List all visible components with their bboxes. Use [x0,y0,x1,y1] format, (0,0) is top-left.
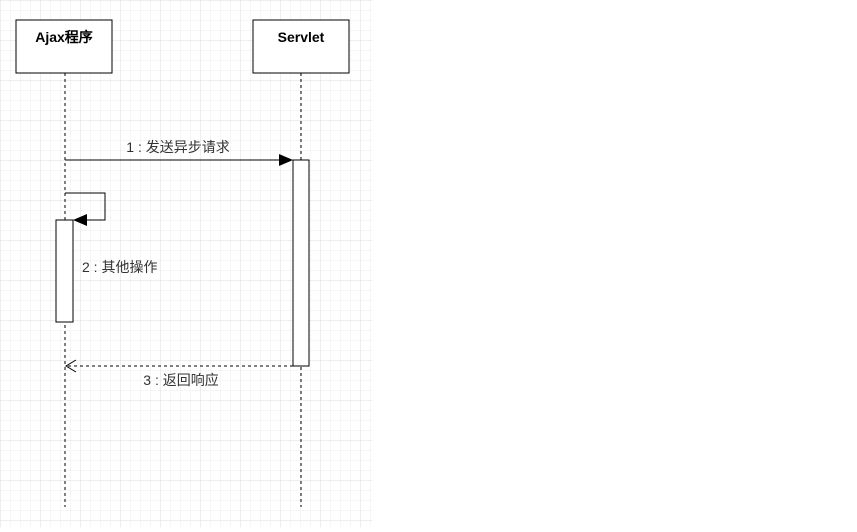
activation-ajax [55,219,74,323]
message-1[interactable]: 1 : 发送异步请求 [65,139,293,166]
actor-servlet[interactable]: Servlet [252,19,350,74]
actor-ajax-box [15,19,113,74]
message-2-line [65,192,106,221]
actor-ajax[interactable]: Ajax程序 [15,19,113,74]
message-2-label: 2 : 其他操作 [82,259,157,275]
message-1-label: 1 : 发送异步请求 [126,139,229,155]
message-2-arrowhead [73,214,87,226]
actor-ajax-label: Ajax程序 [35,29,93,45]
message-2[interactable]: 2 : 其他操作 [65,192,157,275]
message-3[interactable]: 3 : 返回响应 [65,359,293,388]
message-3-arrowhead [65,359,77,373]
actor-servlet-box [252,19,350,74]
actor-servlet-label: Servlet [278,29,325,45]
activation-servlet [292,159,310,367]
message-3-label: 3 : 返回响应 [143,372,218,388]
message-1-arrowhead [279,154,293,166]
